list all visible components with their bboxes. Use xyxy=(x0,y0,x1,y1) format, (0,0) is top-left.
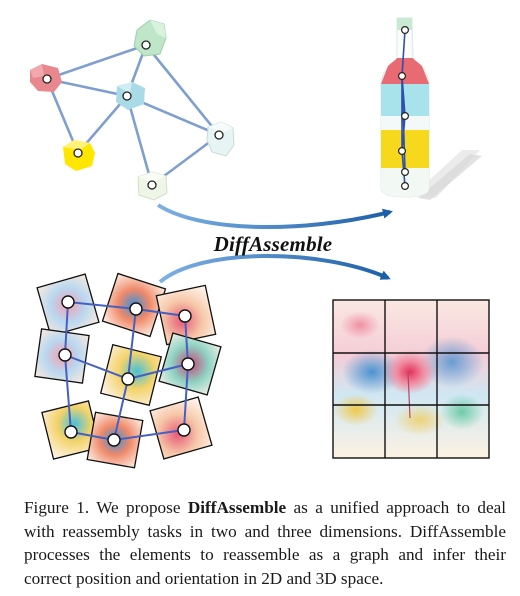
figure-caption: Figure 1. We propose DiffAssemble as a u… xyxy=(24,496,506,590)
arrow-3d xyxy=(156,203,393,230)
fragment-white-right xyxy=(206,121,235,157)
fragments-graph xyxy=(30,19,235,201)
tiles-graph-nodes xyxy=(58,295,195,447)
figure-illustration xyxy=(30,17,490,469)
bottle-reassembled xyxy=(380,17,482,200)
bottle-graph-nodes xyxy=(398,26,410,191)
tiles-graph xyxy=(34,272,222,469)
tiles-graph-edges xyxy=(64,301,189,441)
assembled-image xyxy=(332,299,490,459)
caption-method-name: DiffAssemble xyxy=(187,498,287,517)
caption-prefix: Figure 1. We propose xyxy=(24,498,188,517)
fragment-green xyxy=(133,19,167,57)
method-label: DiffAssemble xyxy=(213,232,333,256)
graph-nodes xyxy=(42,40,224,190)
caption-body: as a unified approach to deal with reass… xyxy=(24,498,506,588)
arrow-2d xyxy=(158,254,391,284)
